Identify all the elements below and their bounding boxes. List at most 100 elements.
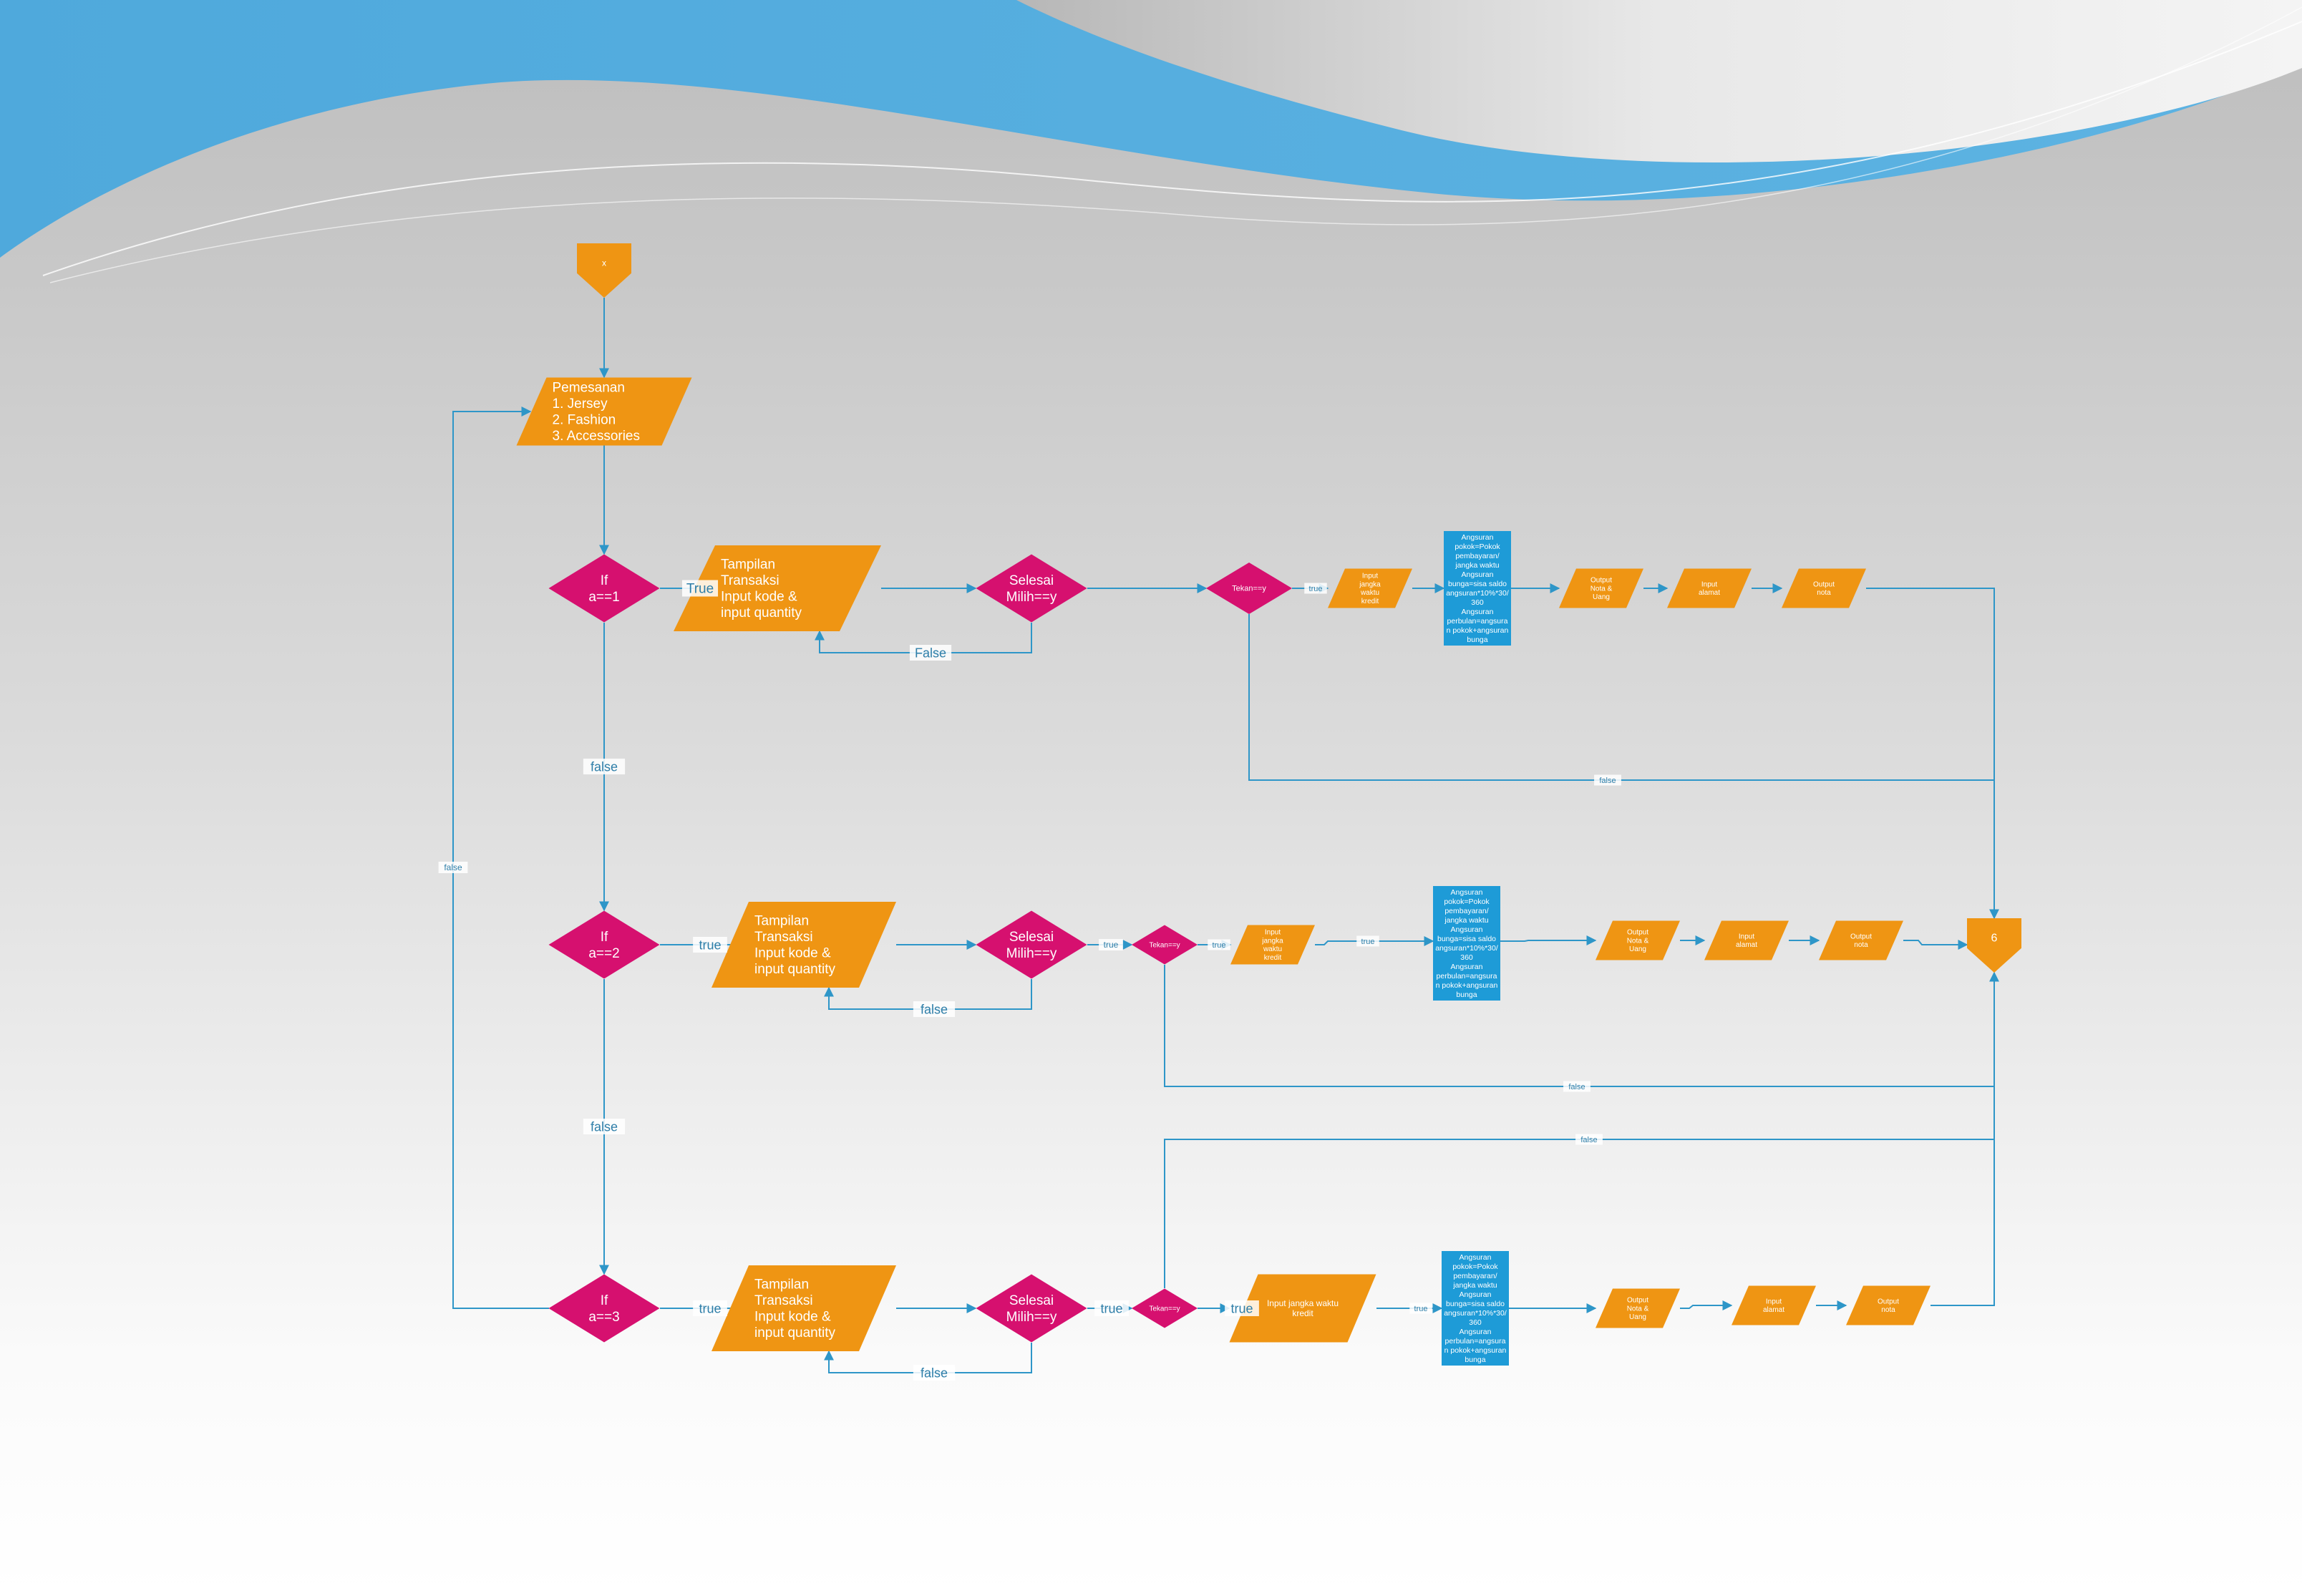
end-connector-6-text: 6 [1991,933,1998,945]
svg-text:false: false [591,1119,618,1134]
svg-text:true: true [1230,1301,1253,1315]
edge-labels-layer: TrueFalsefalsetruefalsefalsetruefalsetru… [438,580,1621,1381]
label-true-tekan2: true [1208,939,1230,950]
label-true-jangka3: true [1409,1303,1432,1314]
edge-jangka2-angsuran2 [1315,936,1434,946]
label-false-if2: false [583,1119,626,1134]
tekan-diamond-3: Tekan==y [1132,1288,1198,1328]
svg-text:True: True [686,582,714,597]
svg-text:true: true [1100,1301,1122,1315]
tekan-diamond-2-text: Tekan==y [1149,941,1180,949]
svg-text:true: true [1361,938,1375,946]
label-true-selesai2: true [1099,939,1123,950]
label-true-if3: true [693,1300,727,1316]
label-true-if2: true [693,937,727,953]
svg-text:false: false [1580,1136,1597,1144]
edge-tekan1-false-end [1248,614,1994,781]
edge-output3-alamat3 [1680,1300,1733,1310]
svg-text:false: false [591,759,618,774]
label-false-tekan3: false [1575,1134,1603,1145]
label-true-jangka2: true [1356,935,1379,947]
start-connector-text: x [602,258,606,268]
edge-nota1-end [1866,588,1999,920]
svg-text:true: true [699,1301,721,1315]
label-false-loop: false [438,862,468,873]
label-true-selesai3: true [1094,1300,1129,1316]
edge-tekan3-false-end [1164,1139,1994,1288]
edge-nota2-end [1903,940,1968,950]
tekan-diamond-2: Tekan==y [1132,925,1198,965]
edge-nota3-end [1931,971,1999,1306]
tekan-diamond-1: Tekan==y [1206,563,1292,614]
svg-text:false: false [1599,777,1616,785]
label-false-tekan1: false [1594,774,1621,786]
svg-text:false: false [921,1366,948,1380]
edge-if3-loop-pemesanan [452,407,549,1309]
svg-text:true: true [1309,585,1323,593]
start-connector: x [577,243,631,298]
label-false-selesai2: false [913,1001,956,1017]
label-false-tekan2: false [1563,1081,1590,1092]
edge-angsuran2-output2 [1500,935,1597,945]
svg-text:false: false [444,862,462,872]
label-false-if1: false [583,759,626,774]
svg-text:false: false [921,1002,948,1016]
svg-text:true: true [699,938,721,952]
label-false-selesai3: false [913,1365,956,1381]
tekan-diamond-1-text: Tekan==y [1232,585,1266,593]
tekan-diamond-3-text: Tekan==y [1149,1305,1180,1313]
end-connector-6: 6 [1967,918,2021,973]
svg-text:true: true [1414,1305,1428,1313]
svg-text:true: true [1104,940,1119,950]
svg-text:true: true [1213,941,1226,950]
